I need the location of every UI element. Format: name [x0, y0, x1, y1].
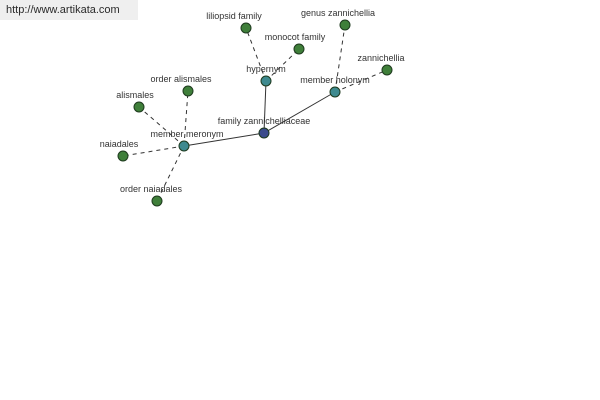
node-member-meronym[interactable] [178, 140, 190, 152]
node-family-zannichelliaceae[interactable] [258, 127, 270, 139]
edge-member-meronym-to-order-alismales [183, 90, 189, 147]
edges-layer [122, 24, 388, 202]
node-genus-zannichellia[interactable] [339, 19, 351, 31]
edge-member-meronym-to-alismales [138, 106, 185, 147]
node-alismales[interactable] [133, 101, 145, 113]
node-order-alismales[interactable] [182, 85, 194, 97]
label-order-naiadales[interactable]: order naiadales [120, 184, 183, 194]
watermark-url: http://www.artikata.com [0, 0, 138, 20]
node-zannichellia[interactable] [381, 64, 393, 76]
node-monocot-family[interactable] [293, 43, 305, 55]
label-member-holonym[interactable]: member holonym [300, 75, 370, 85]
node-naiadales[interactable] [117, 150, 129, 162]
nodes-layer [117, 19, 393, 207]
edge-family-zannichelliaceae-to-hypernym [263, 80, 267, 134]
label-member-meronym[interactable]: member meronym [150, 129, 223, 139]
edge-member-holonym-to-genus-zannichellia [334, 24, 346, 93]
label-order-alismales[interactable]: order alismales [150, 74, 212, 84]
label-genus-zannichellia[interactable]: genus zannichellia [301, 8, 375, 18]
edge-member-holonym-to-zannichellia [334, 69, 388, 93]
labels-layer: family zannichelliaceae hypernym member ho… [100, 8, 405, 194]
edge-family-zannichelliaceae-to-member-meronym [183, 132, 265, 147]
node-order-naiadales[interactable] [151, 195, 163, 207]
edge-hypernym-to-liliopsid-family [245, 27, 267, 82]
label-alismales[interactable]: alismales [116, 90, 154, 100]
label-family-zannichelliaceae[interactable]: family zannichelliaceae [218, 116, 311, 126]
edge-member-meronym-to-order-naiadales [156, 145, 185, 202]
edge-member-meronym-to-naiadales [122, 145, 185, 157]
label-hypernym[interactable]: hypernym [246, 64, 286, 74]
label-zannichellia[interactable]: zannichellia [357, 53, 404, 63]
node-liliopsid-family[interactable] [240, 22, 252, 34]
label-monocot-family[interactable]: monocot family [265, 32, 326, 42]
node-hypernym[interactable] [260, 75, 272, 87]
label-naiadales[interactable]: naiadales [100, 139, 139, 149]
label-liliopsid-family[interactable]: liliopsid family [206, 11, 262, 21]
node-member-holonym[interactable] [329, 86, 341, 98]
edge-family-zannichelliaceae-to-member-holonym [263, 91, 336, 134]
